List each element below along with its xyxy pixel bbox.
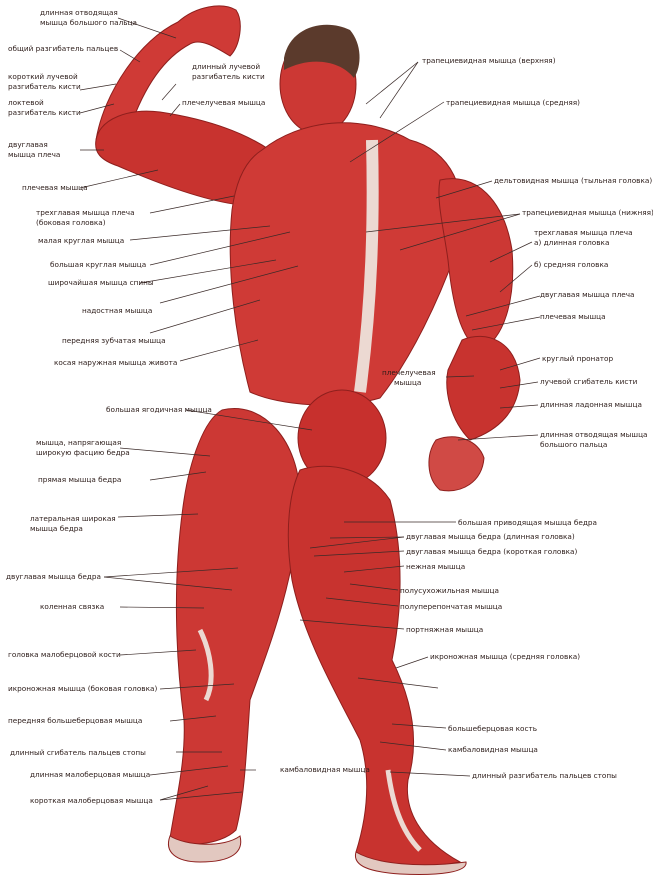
- label-biceps: двуглавая: [8, 140, 48, 150]
- label-brachioradialis-top: плечелучевая мышца: [182, 98, 265, 108]
- label-pronator-teres: круглый пронатор: [542, 354, 613, 364]
- label-extensor-carpi-radialis-longus: длинный лучевой: [192, 62, 260, 72]
- label-gastrocnemius-medial: икроножная мышца (средняя головка): [430, 652, 580, 662]
- label-supraspinatus: надостная мышца: [82, 306, 152, 316]
- label-extensor-carpi-radialis-brevis-2: разгибатель кисти: [8, 82, 81, 92]
- label-tibialis-anterior: передняя большеберцовая мышца: [8, 716, 142, 726]
- label-biceps-femoris-long: двуглавая мышца бедра (длинная головка): [406, 532, 575, 542]
- label-tensor-fasciae-latae: мышца, напрягающая: [36, 438, 121, 448]
- label-biceps-right: двуглавая мышца плеча: [540, 290, 635, 300]
- label-extensor-digitorum: общий разгибатель пальцев: [8, 44, 118, 54]
- label-brachialis: плечевая мышца: [22, 183, 88, 193]
- label-biceps-2: мышца плеча: [8, 150, 60, 160]
- label-extensor-carpi-ulnaris-2: разгибатель кисти: [8, 108, 81, 118]
- label-triceps-lateral: трехглавая мышца плеча: [36, 208, 135, 218]
- label-gastrocnemius-lateral: икроножная мышца (боковая головка): [8, 684, 157, 694]
- label-tensor-fasciae-latae-2: широкую фасцию бедра: [36, 448, 130, 458]
- label-teres-major: большая круглая мышца: [50, 260, 146, 270]
- label-latissimus-dorsi: широчайшая мышца спины: [48, 278, 154, 288]
- label-tibia: большеберцовая кость: [448, 724, 537, 734]
- label-triceps-lateral-2: (боковая головка): [36, 218, 106, 228]
- torso: [230, 123, 462, 405]
- label-trapezius-middle: трапециевидная мышца (средняя): [446, 98, 580, 108]
- label-soleus-middle: камбаловидная мышца: [280, 765, 370, 775]
- label-biceps-femoris: двуглавая мышца бедра: [6, 572, 101, 582]
- label-peroneus-brevis: короткая малоберцовая мышца: [30, 796, 153, 806]
- label-extensor-carpi-radialis-longus-2: разгибатель кисти: [192, 72, 265, 82]
- label-extensor-carpi-ulnaris: локтевой: [8, 98, 44, 108]
- label-abductor-pollicis-longus: длинная отводящая: [40, 8, 118, 18]
- label-abductor-pollicis-longus-right: длинная отводящая мышца: [540, 430, 648, 440]
- label-soleus-right: камбаловидная мышца: [448, 745, 538, 755]
- right-hand: [429, 437, 484, 491]
- label-sartorius: портняжная мышца: [406, 625, 483, 635]
- right-forearm: [447, 336, 520, 440]
- label-rectus-femoris: прямая мышца бедра: [38, 475, 121, 485]
- label-gracilis: нежная мышца: [406, 562, 465, 572]
- label-brachioradialis-right: плечелучевая: [382, 368, 436, 378]
- label-triceps-medial-head: б) средняя головка: [534, 260, 608, 270]
- label-palmaris-longus: длинная ладонная мышца: [540, 400, 642, 410]
- label-gluteus-maximus: большая ягодичная мышца: [106, 405, 212, 415]
- label-brachialis-right: плечевая мышца: [540, 312, 606, 322]
- label-teres-minor: малая круглая мышца: [38, 236, 124, 246]
- label-semimembranosus: полуперепончатая мышца: [400, 602, 502, 612]
- label-knee-ligament: коленная связка: [40, 602, 104, 612]
- label-serratus-anterior: передняя зубчатая мышца: [62, 336, 166, 346]
- left-leg: [170, 408, 300, 844]
- label-trapezius-lower: трапециевидная мышца (нижняя): [522, 208, 653, 218]
- label-extensor-digitorum-longus: длинный разгибатель пальцев стопы: [472, 771, 617, 781]
- label-adductor-magnus: большая приводящая мышца бедра: [458, 518, 597, 528]
- label-vastus-lateralis-2: мышца бедра: [30, 524, 83, 534]
- label-semitendinosus: полусухожильная мышца: [400, 586, 499, 596]
- label-trapezius-upper: трапециевидная мышца (верхняя): [422, 56, 556, 66]
- label-flexor-carpi-radialis: лучевой сгибатель кисти: [540, 377, 637, 387]
- label-external-oblique: косая наружная мышца живота: [54, 358, 177, 368]
- label-extensor-carpi-radialis-brevis: короткий лучевой: [8, 72, 78, 82]
- label-brachioradialis-right-2: мышца: [394, 378, 421, 388]
- label-biceps-femoris-short: двуглавая мышца бедра (короткая головка): [406, 547, 577, 557]
- label-triceps: трехглавая мышца плеча: [534, 228, 633, 238]
- label-flexor-digitorum-longus: длинный сгибатель пальцев стопы: [10, 748, 146, 758]
- label-triceps-long-head: а) длинная головка: [534, 238, 609, 248]
- label-deltoid-rear: дельтовидная мышца (тыльная головка): [494, 176, 652, 186]
- label-fibula-head: головка малоберцовой кости: [8, 650, 121, 660]
- label-abductor-pollicis-longus-right-2: большого пальца: [540, 440, 607, 450]
- label-peroneus-longus: длинная малоберцовая мышца: [30, 770, 150, 780]
- right-leg: [288, 466, 460, 866]
- label-vastus-lateralis: латеральная широкая: [30, 514, 116, 524]
- label-abductor-pollicis-longus-2: мышца большого пальца: [40, 18, 137, 28]
